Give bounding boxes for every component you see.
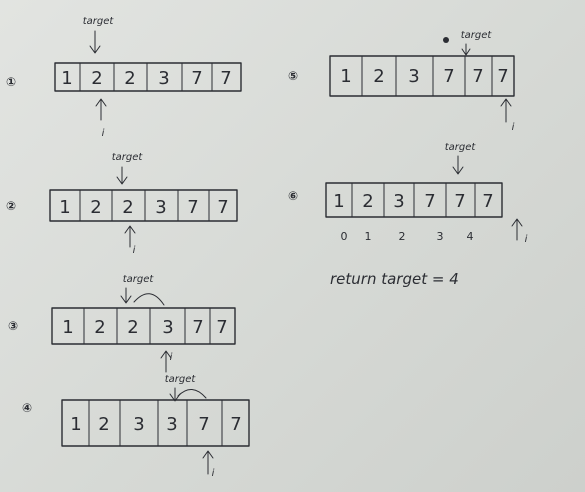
i-label-step-1: i [102,128,105,139]
step-5-label: ⑤ [288,69,298,83]
cell-5-5: 7 [497,66,508,87]
cell-3-3: 3 [162,317,173,338]
target-label-step-3: target [123,274,155,285]
cell-1-3: 3 [158,68,169,89]
return-statement: return target = 4 [330,270,459,288]
array-step-2: 1 2 2 3 7 7 [49,189,238,222]
cell-6-2: 3 [393,191,404,212]
cell-1-5: 7 [220,68,231,89]
index-labels: 0 1 2 3 4 [341,230,474,243]
target-arrow-step-2 [116,166,128,185]
cell-4-4: 7 [198,414,209,435]
step-4-label: ④ [22,401,32,415]
cell-2-2: 2 [122,197,133,218]
cell-4-0: 1 [70,414,81,435]
i-label-step-5: i [512,122,515,133]
target-label-step-5: target [461,30,493,41]
cell-4-3: 3 [166,414,177,435]
target-label-step-1: target [83,16,115,27]
i-arrow-step-3 [160,350,172,373]
index-label-3: 3 [437,230,444,243]
target-arrow-step-5 [461,43,471,56]
cell-6-3: 7 [424,191,435,212]
index-label-0: 0 [341,230,348,243]
array-step-4: 1 2 3 3 7 7 [61,399,250,447]
array-step-1: 1 2 2 3 7 7 [54,62,242,92]
i-arrow-step-1 [95,98,107,121]
cell-5-1: 2 [373,66,384,87]
cell-1-4: 7 [191,68,202,89]
cell-1-0: 1 [61,68,72,89]
dot-mark [443,37,449,43]
step-1-label: ① [6,75,16,89]
i-label-step-4: i [212,468,215,479]
array-step-3: 1 2 2 3 7 7 [51,307,236,345]
i-arrow-step-6 [511,218,523,241]
array-step-6: 1 2 3 7 7 7 [325,182,503,218]
i-label-step-6: i [525,234,528,245]
target-label-step-2: target [112,152,144,163]
index-label-4: 4 [467,230,474,243]
cell-6-0: 1 [333,191,344,212]
cell-5-4: 7 [472,66,483,87]
cell-3-1: 2 [94,317,105,338]
i-label-step-3: i [170,352,173,363]
cell-6-4: 7 [454,191,465,212]
target-arrow-step-4 [169,387,181,402]
step-3-label: ③ [8,319,18,333]
array-step-5: 1 2 3 7 7 7 [329,55,515,97]
cell-6-1: 2 [362,191,373,212]
cell-2-1: 2 [90,197,101,218]
i-label-step-2: i [133,245,136,256]
cell-3-4: 7 [192,317,203,338]
cell-2-3: 3 [155,197,166,218]
cell-2-5: 7 [217,197,228,218]
move-arc-step-4 [177,389,207,399]
cell-4-1: 2 [98,414,109,435]
index-label-2: 2 [399,230,406,243]
target-arrow-step-3 [120,287,132,304]
cell-1-1: 2 [91,68,102,89]
target-arrow-step-1 [89,30,101,54]
index-label-1: 1 [365,230,372,243]
cell-5-3: 7 [443,66,454,87]
cell-6-5: 7 [482,191,493,212]
cell-1-2: 2 [124,68,135,89]
cell-3-2: 2 [127,317,138,338]
cell-3-5: 7 [216,317,227,338]
cell-4-5: 7 [230,414,241,435]
cell-5-2: 3 [408,66,419,87]
target-arrow-step-6 [452,155,464,175]
target-label-step-4: target [165,374,197,385]
cell-2-0: 1 [59,197,70,218]
move-arc-step-3 [133,293,165,306]
step-2-label: ② [6,199,16,213]
i-arrow-step-4 [202,450,214,475]
i-arrow-step-5 [500,98,512,123]
target-label-step-6: target [445,142,477,153]
cell-2-4: 7 [187,197,198,218]
cell-3-0: 1 [62,317,73,338]
cell-4-2: 3 [133,414,144,435]
cell-5-0: 1 [340,66,351,87]
i-arrow-step-2 [124,225,136,248]
step-6-label: ⑥ [288,189,298,203]
